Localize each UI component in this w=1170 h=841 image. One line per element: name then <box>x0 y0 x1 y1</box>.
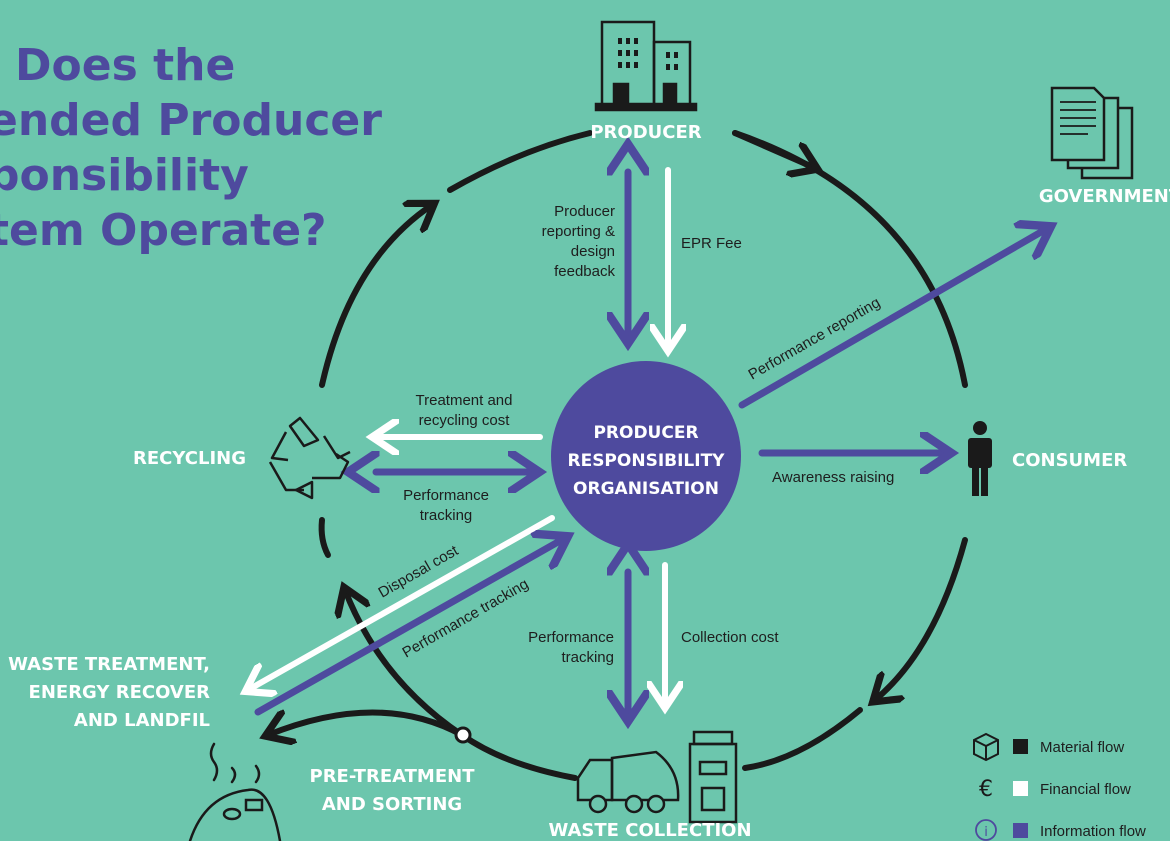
arc-pretreatment-to-recycling <box>345 590 465 738</box>
producer-reporting-label-4: feedback <box>554 263 615 280</box>
legend-financial-label: Financial flow <box>1040 781 1131 798</box>
awareness-raising-label: Awareness raising <box>772 469 894 486</box>
producer-label: PRODUCER <box>590 122 701 143</box>
title-line-2: ended Producer <box>0 95 382 146</box>
recycling-label: RECYCLING <box>133 448 246 469</box>
euro-icon: € <box>979 777 993 802</box>
performance-tracking-recycling-label-2: tracking <box>420 507 473 524</box>
performance-tracking-collection-label-1: Performance <box>528 629 614 646</box>
building-icon <box>594 20 698 112</box>
title-line-4: tem Operate? <box>0 205 327 256</box>
truck-icon <box>576 750 680 814</box>
waste-treatment-label-1: WASTE TREATMENT, <box>8 654 210 675</box>
pretreatment-junction <box>454 726 472 744</box>
center-label-3: ORGANISATION <box>573 479 719 499</box>
box-icon <box>973 732 999 762</box>
bin-icon <box>688 730 738 824</box>
page-title: Does the ended Producer ponsibility tem … <box>0 40 382 256</box>
arc-consumer-to-collection <box>875 537 968 700</box>
legend-swatch-financial <box>1013 781 1028 796</box>
legend: Material flow € Financial flow i Informa… <box>973 732 1146 841</box>
arc-collection-to-pretreatment <box>459 732 578 781</box>
legend-information-label: Information flow <box>1040 823 1146 840</box>
title-line-3: ponsibility <box>0 150 249 201</box>
pro-circle <box>551 361 741 551</box>
flows <box>248 170 1048 718</box>
legend-swatch-information <box>1013 823 1028 838</box>
arc-recycling-bottom <box>318 517 331 558</box>
waste-treatment-label-2: ENERGY RECOVER <box>29 682 211 703</box>
person-icon <box>968 421 992 496</box>
center-label-2: RESPONSIBILITY <box>567 451 725 471</box>
government-label: GOVERNMENT <box>1039 186 1170 207</box>
arc-top-left <box>447 130 593 193</box>
pretreatment-label-2: AND SORTING <box>322 794 462 815</box>
waste-collection-label: WASTE COLLECTION <box>548 820 751 841</box>
landfill-icon <box>188 742 282 841</box>
producer-reporting-label-3: design <box>571 243 615 260</box>
arc-producer-to-government-arrowhead <box>732 130 815 168</box>
recycle-icon <box>268 416 351 500</box>
flow-performance-reporting <box>738 228 1048 409</box>
legend-material-label: Material flow <box>1040 739 1124 756</box>
collection-cost-label: Collection cost <box>681 629 779 646</box>
producer-reporting-label-1: Producer <box>554 203 615 220</box>
producer-reporting-label-2: reporting & <box>542 223 615 240</box>
material-cycle <box>268 130 968 781</box>
arc-producer-to-consumer <box>732 130 968 388</box>
epr-fee-label: EPR Fee <box>681 235 742 252</box>
arc-collection-right <box>742 707 863 771</box>
flow-disposal-cost <box>248 515 555 690</box>
performance-tracking-recycling-label-1: Performance <box>403 487 489 504</box>
documents-icon <box>1050 86 1134 180</box>
info-icon: i <box>975 819 997 841</box>
treatment-cost-label-1: Treatment and <box>416 392 513 409</box>
waste-treatment-label-3: AND LANDFIL <box>74 710 210 731</box>
arc-pretreatment-to-landfill <box>268 713 465 736</box>
flow-performance-tracking-treatment <box>254 538 565 716</box>
legend-swatch-material <box>1013 739 1028 754</box>
center-label-1: PRODUCER <box>593 423 698 443</box>
svg-text:i: i <box>984 825 988 840</box>
performance-tracking-collection-label-2: tracking <box>561 649 614 666</box>
treatment-cost-label-2: recycling cost <box>419 412 511 429</box>
arc-recycling-to-producer <box>319 205 432 388</box>
title-line-1: Does the <box>15 40 235 91</box>
pro-center: PRODUCER RESPONSIBILITY ORGANISATION <box>551 361 741 551</box>
pretreatment-label-1: PRE-TREATMENT <box>310 766 476 787</box>
consumer-label: CONSUMER <box>1012 450 1127 471</box>
